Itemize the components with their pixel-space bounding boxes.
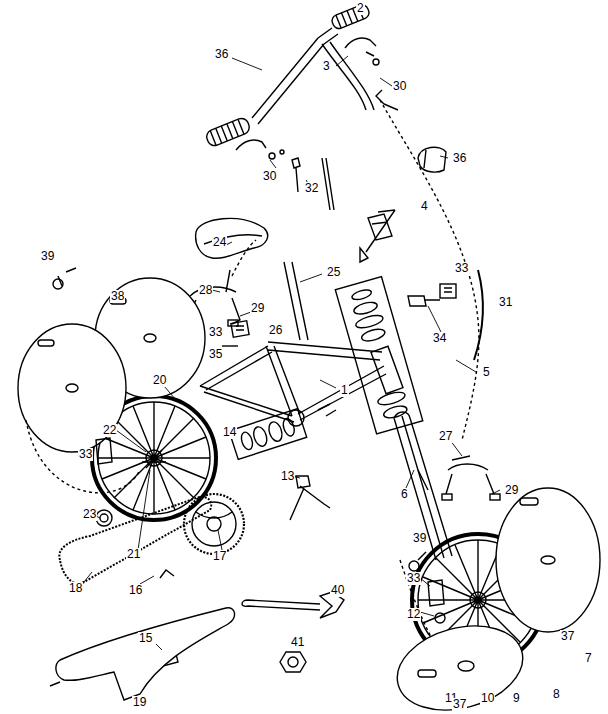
callout-number: 4 [420,200,429,213]
callout-number: 40 [330,584,345,597]
callout-number: 3 [322,60,331,73]
seat [196,218,268,258]
callout-number: 37 [452,698,467,711]
leader [366,210,395,252]
reflector [96,438,112,464]
reflector [428,580,444,606]
callout-number: 22 [102,424,117,437]
assembly-line [26,420,140,493]
callout-number: 9 [512,692,521,705]
chainring [184,494,244,554]
callout-number: 30 [392,80,407,93]
stem [368,214,392,240]
callout-number: 38 [110,290,125,303]
callout-number: 13 [280,470,295,483]
axle [142,450,166,468]
callout-number: 17 [212,550,227,563]
wheel-disc [496,488,600,632]
callout-number: 1 [340,384,349,397]
brake-lever [345,38,376,56]
cable-housing [474,270,483,360]
nut [280,652,306,672]
callout-number: 37 [560,630,575,643]
callout-number: 16 [128,584,143,597]
callout-number: 33 [454,262,469,275]
callout-number: 26 [268,324,283,337]
callout-number: 21 [126,548,141,561]
chain-guard [56,608,235,700]
stem-bolt [292,158,300,192]
callout-number: 29 [250,302,265,315]
callout-number: 18 [68,582,83,595]
callout-number: 39 [40,250,55,263]
fork-crown [418,470,428,490]
wheel-disc [388,613,532,714]
reflector-lines [236,326,244,330]
cable-end [376,90,398,110]
handlebar-bend [318,28,374,110]
bracket [408,296,440,306]
callout-number: 31 [498,296,513,309]
callout-number: 33 [208,326,223,339]
callout-number: 34 [432,332,447,345]
wheel-disc [18,324,126,452]
seat-post [284,262,308,340]
leader-line [84,56,500,650]
callout-number: 15 [138,632,153,645]
callout-number: 7 [584,652,593,665]
callout-number: 33 [406,572,421,585]
callout-number: 28 [198,284,213,297]
right-grip [330,3,370,30]
callout-number: 33 [78,448,93,461]
head-tube [371,346,403,394]
callout-number: 27 [438,430,453,443]
callout-number: 14 [222,426,237,439]
chain-link [160,570,174,578]
callout-number: 41 [290,636,305,649]
crank [242,600,320,610]
reflector [231,321,249,338]
callout-number: 25 [326,266,341,279]
callout-number: 19 [132,696,147,709]
chain [59,497,211,583]
front-brake [446,456,494,494]
bolt [58,268,76,286]
callout-number: 2 [356,2,365,15]
headset-parts [335,277,422,434]
kickstand [290,476,330,520]
callout-number: 6 [400,488,409,501]
stem-bolt [322,158,334,210]
callout-number: 32 [304,182,319,195]
callout-number: 36 [452,152,467,165]
callout-number: 35 [208,348,223,361]
callout-number: 36 [214,48,229,61]
callout-number: 23 [82,508,97,521]
callout-number: 39 [412,532,427,545]
handlebar-tube [252,38,324,124]
callout-number: 5 [482,366,491,379]
bearing [318,404,336,416]
callout-number: 20 [152,374,167,387]
bottom-bracket-parts [229,409,307,460]
leader [222,345,238,346]
clamp [418,147,446,172]
callout-number: 30 [262,170,277,183]
callout-number: 8 [552,688,561,701]
reflector-lines [444,288,452,292]
callout-number: 12 [406,608,421,621]
callout-number: 29 [504,484,519,497]
callout-number: 10 [480,692,495,705]
callout-number: 24 [212,236,227,249]
screw [50,682,60,686]
brake-cable [380,100,479,440]
reflector [440,284,456,298]
brake-lever [236,140,266,150]
brake-cable [232,240,256,276]
